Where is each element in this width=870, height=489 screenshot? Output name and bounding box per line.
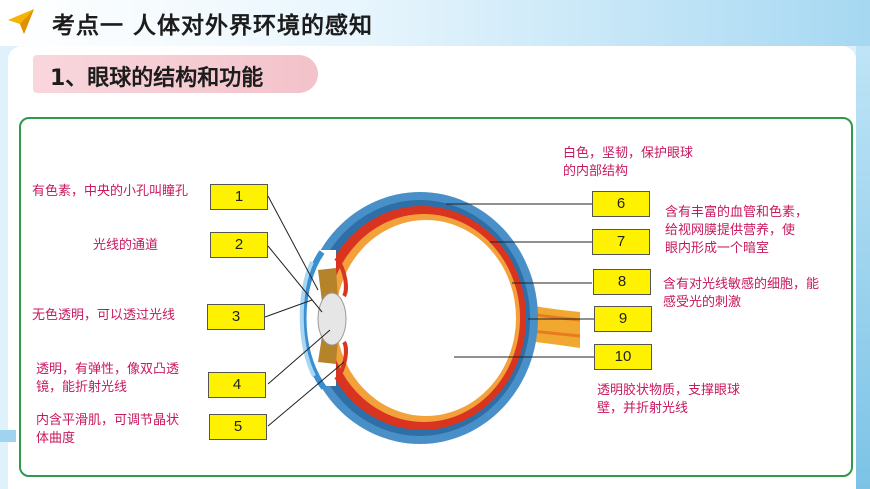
section-title: 1、眼球的结构和功能: [50, 66, 264, 91]
label-box-7: 7: [592, 229, 650, 255]
desc-lens-1: 透明，有弹性，像双凸透: [36, 362, 180, 377]
desc-iris: 有色素，中央的小孔叫瞳孔: [32, 184, 189, 199]
desc-choroid-2: 给视网膜提供营养，使: [665, 223, 796, 238]
header-bar: [0, 0, 870, 46]
desc-ciliary-1: 内含平滑肌，可调节晶状: [36, 413, 180, 428]
lens: [317, 292, 347, 346]
desc-retina-2: 感受光的刺激: [663, 295, 742, 310]
desc-vitreous-1: 透明胶状物质，支撑眼球: [597, 383, 741, 398]
label-box-9: 9: [594, 306, 652, 332]
label-box-1: 1: [210, 184, 268, 210]
page-title: 考点一 人体对外界环境的感知: [52, 13, 374, 39]
desc-vitreous-2: 壁，并折射光线: [597, 401, 689, 416]
desc-retina-1: 含有对光线敏感的细胞，能: [663, 277, 820, 292]
label-box-5: 5: [209, 414, 267, 440]
decorative-strip: [856, 46, 870, 489]
label-box-10: 10: [594, 344, 652, 370]
desc-ciliary-2: 体曲度: [36, 431, 76, 446]
label-box-3: 3: [207, 304, 265, 330]
desc-sclera-1: 白色，坚韧，保护眼球: [563, 146, 694, 161]
desc-sclera-2: 的内部结构: [563, 164, 629, 179]
diagram-frame: [19, 117, 853, 477]
label-box-2: 2: [210, 232, 268, 258]
label-box-6: 6: [592, 191, 650, 217]
desc-cornea: 无色透明，可以透过光线: [32, 308, 176, 323]
desc-lens-2: 镜，能折射光线: [36, 380, 128, 395]
decorative-corner: [0, 430, 16, 442]
section-banner: [33, 55, 318, 93]
desc-choroid-1: 含有丰富的血管和色素，: [665, 205, 809, 220]
desc-choroid-3: 眼内形成一个暗室: [665, 241, 770, 256]
label-box-8: 8: [593, 269, 651, 295]
label-box-4: 4: [208, 372, 266, 398]
desc-pupil: 光线的通道: [93, 238, 159, 253]
vitreous-body: [336, 220, 516, 416]
paper-plane-icon: [8, 9, 34, 34]
